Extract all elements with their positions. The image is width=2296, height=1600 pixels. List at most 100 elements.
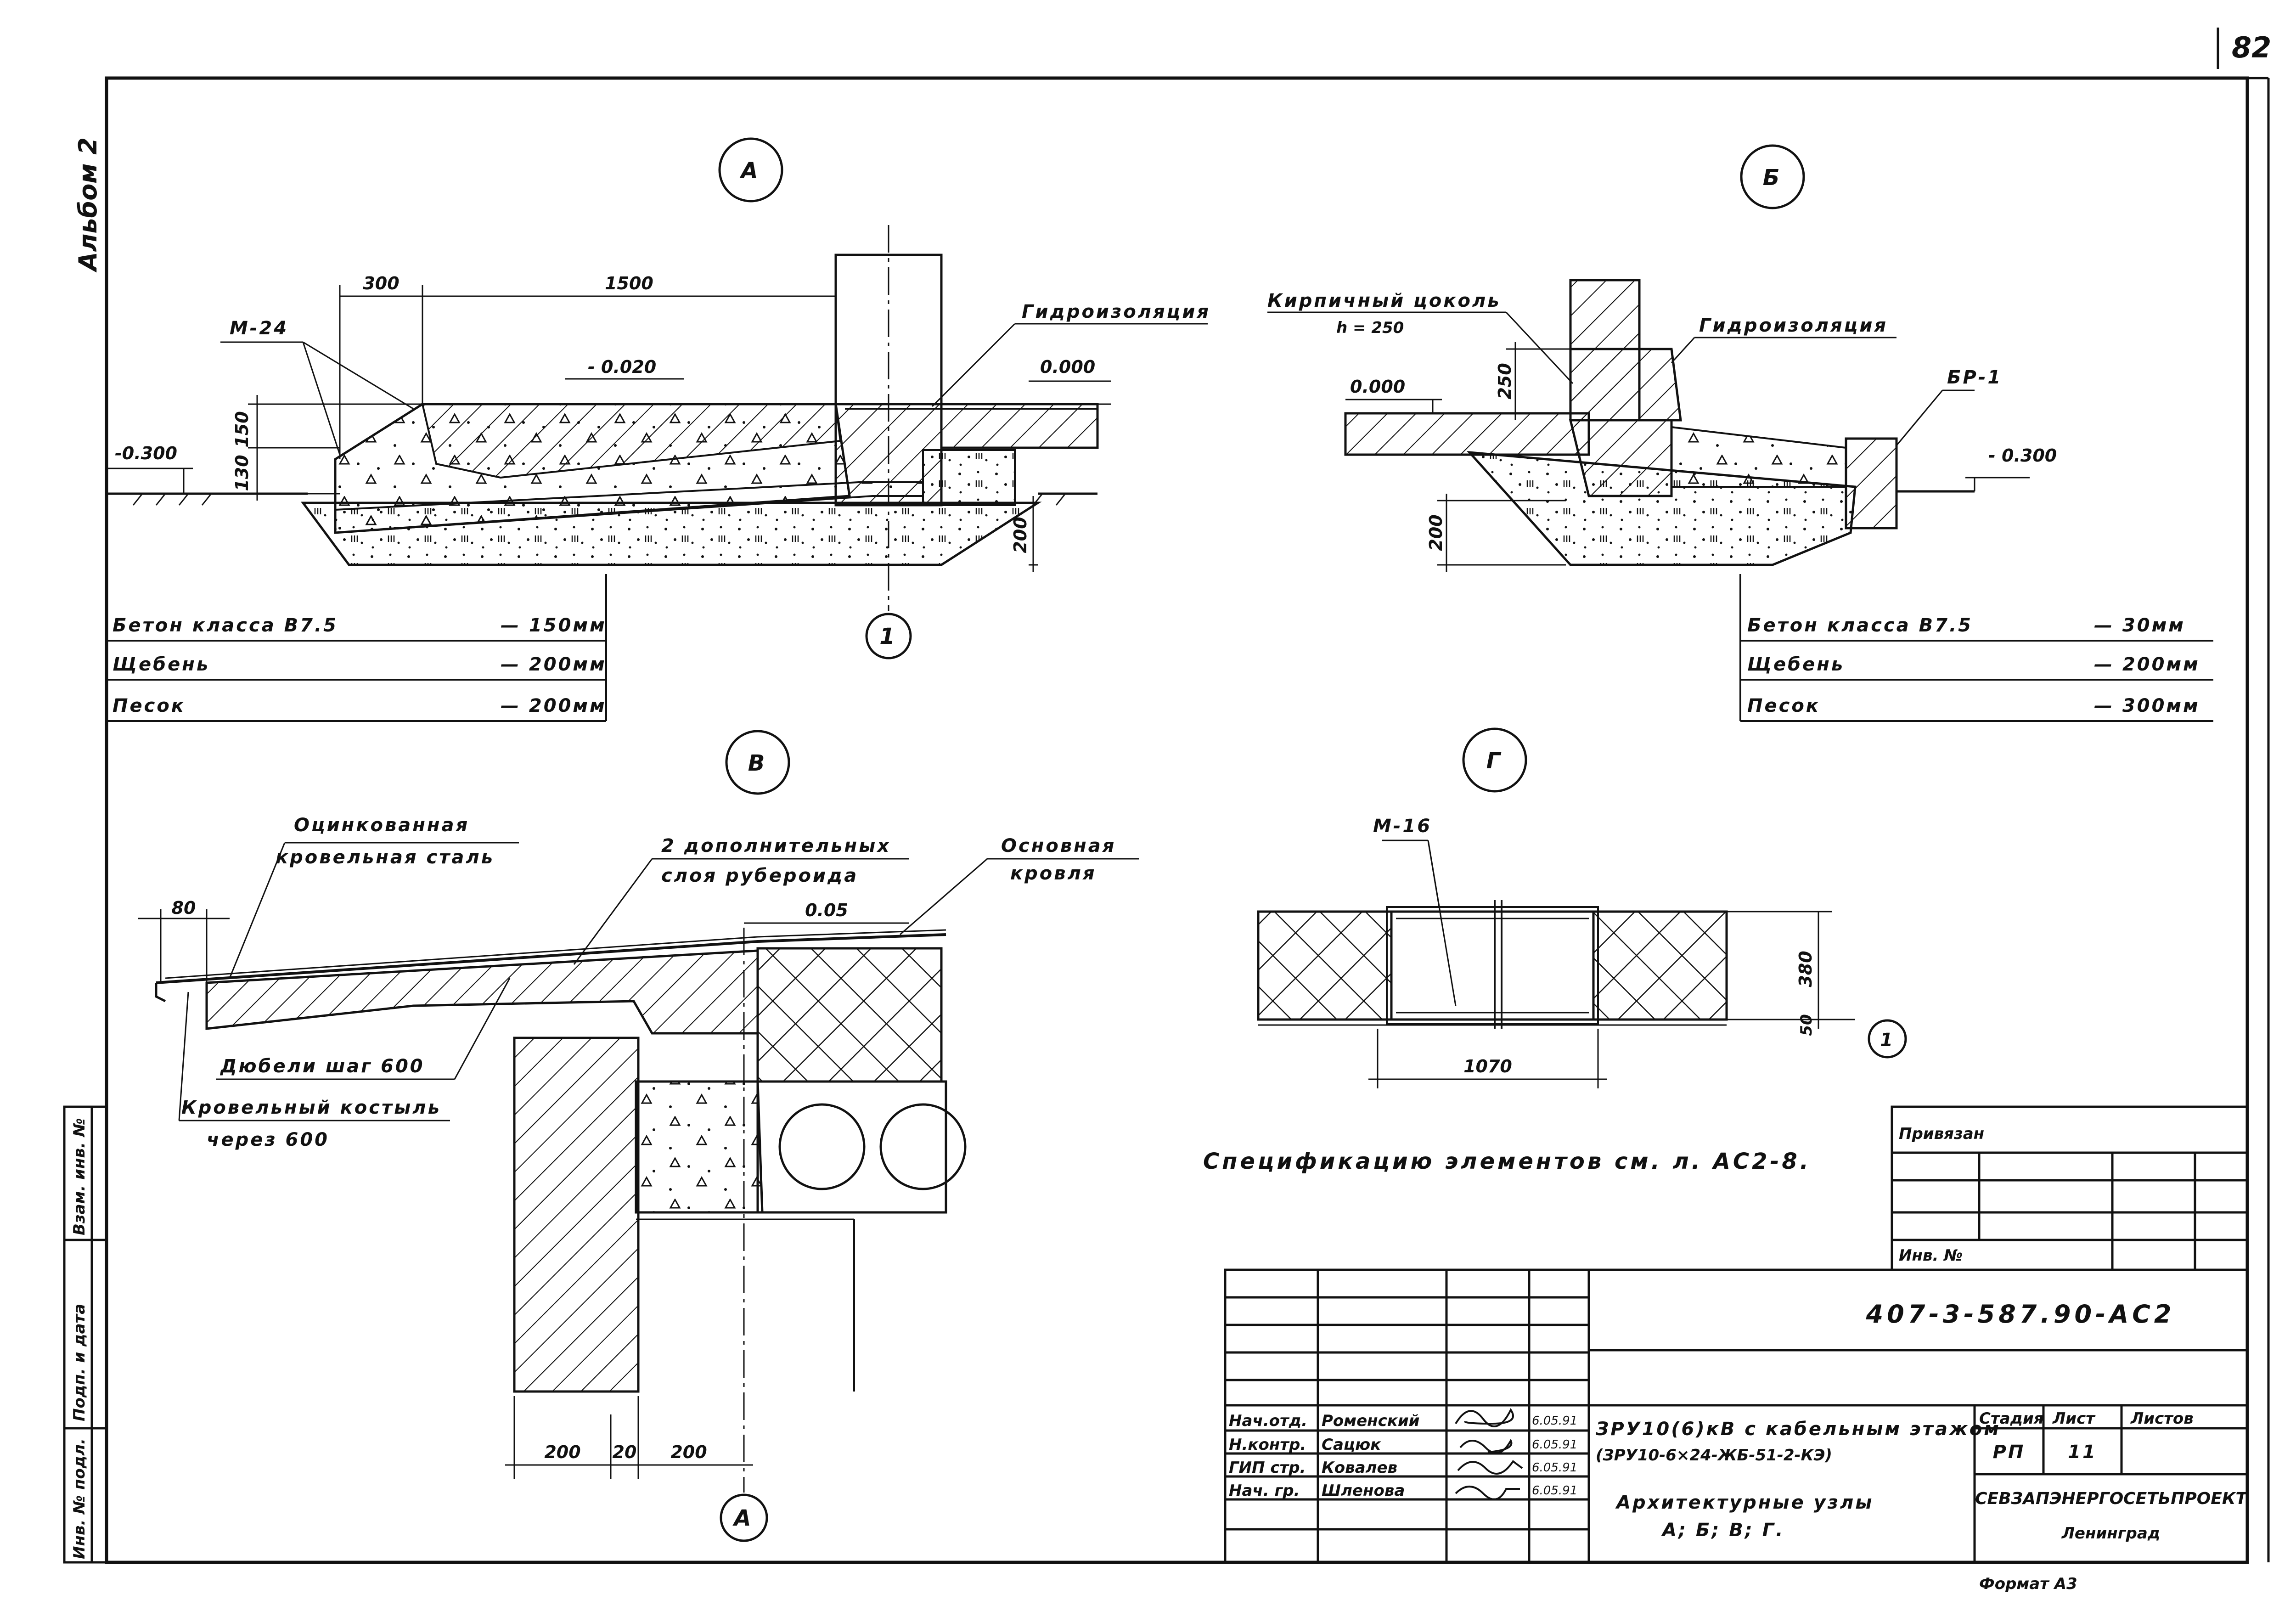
node-v-wall [513, 1037, 640, 1393]
layer-b-1-name: Щебень [1747, 654, 1845, 675]
node-a-marker [718, 137, 783, 203]
sheets-header: Листов [2130, 1409, 2194, 1428]
drawing-line1: Архитектурные узлы [1615, 1492, 1874, 1513]
node-b-marker [1740, 144, 1805, 209]
dim-b-200: 200 [1426, 514, 1446, 551]
signer-2-date: 6.05.91 [1532, 1461, 1577, 1475]
label-m24: М-24 [230, 318, 288, 339]
node-g-block-left [1257, 910, 1393, 1021]
dim-1070: 1070 [1463, 1056, 1512, 1076]
signer-3-name: Шленова [1322, 1482, 1405, 1500]
sheet-header: Лист [2052, 1409, 2096, 1428]
signer-0-role: Нач.отд. [1229, 1412, 1307, 1430]
stage-header: Стадия [1979, 1409, 2044, 1428]
stamp-inv: Инв. № подл. [70, 1438, 89, 1559]
node-a-axis-label: 1 [879, 624, 897, 649]
node-g-axis-marker [1868, 1019, 1907, 1059]
node-a-floor-right [940, 403, 1099, 449]
node-b-floor [1344, 412, 1590, 456]
layer-a-1-name: Щебень [113, 654, 210, 675]
layer-a-0-value: — 150мм [501, 615, 607, 636]
label-hydro-b: Гидроизоляция [1699, 315, 1888, 336]
node-b-plinth-step [1569, 348, 1682, 422]
dim-380: 380 [1795, 951, 1816, 987]
label-br1: БР-1 [1947, 367, 2002, 388]
label-m16: М-16 [1373, 816, 1432, 837]
label-plinth: Кирпичный цоколь [1267, 290, 1501, 311]
signature-marks [1455, 1408, 1523, 1500]
label-roof-1: кровля [1010, 863, 1097, 884]
layer-b-0-name: Бетон класса В7.5 [1747, 615, 1973, 636]
label-crutch-1: через 600 [207, 1129, 329, 1150]
node-v-marker [725, 730, 790, 795]
label-hydro-a: Гидроизоляция [1022, 301, 1210, 322]
node-v-axis-label: А [732, 1505, 754, 1531]
node-v-insulation [756, 947, 943, 1083]
node-g-block-right [1592, 910, 1728, 1021]
label-steel-1: кровельная сталь [276, 847, 495, 868]
node-b-concrete-layer [1671, 426, 1847, 488]
object-line2: (ЗРУ10-6×24-ЖБ-51-2-КЭ) [1596, 1446, 1832, 1465]
level-m300: -0.300 [115, 443, 177, 463]
label-crutch-0: Кровельный костыль [181, 1097, 441, 1118]
title-block [1224, 1268, 2249, 1564]
signer-0-name: Роменский [1322, 1412, 1420, 1430]
privyazan-title: Привязан [1899, 1125, 1984, 1143]
label-layers-0: 2 дополнительных [661, 835, 891, 856]
node-g-axis-label: 1 [1880, 1030, 1895, 1051]
node-b: Б Кирпичный цоколь h = [1267, 144, 2213, 722]
object-line1: ЗРУ10(6)кВ с кабельным этажом [1595, 1419, 2001, 1440]
node-b-footing [1569, 419, 1673, 497]
label-dowels: Дюбели шаг 600 [219, 1056, 425, 1077]
layer-a-2-value: — 200мм [501, 695, 607, 716]
drawing-line2: А; Б; В; Г. [1661, 1520, 1784, 1541]
node-g-marker-label: Г [1486, 748, 1503, 774]
node-v-roof-slab [205, 949, 759, 1035]
node-a: А 1 [106, 137, 1210, 722]
dim-1500: 1500 [605, 273, 653, 293]
node-v-axis-marker [720, 1493, 768, 1542]
label-steel-0: Оцинкованная [294, 815, 469, 836]
dim-300: 300 [363, 273, 399, 293]
level-m020: - 0.020 [588, 357, 656, 377]
dim-v-200b: 200 [670, 1442, 707, 1462]
margin-stamp [63, 1105, 108, 1564]
stamp-vzam: Взам. инв. № [70, 1118, 89, 1235]
dim-200: 200 [1010, 517, 1030, 553]
node-a-axis-marker [865, 613, 912, 659]
album-label: Альбом 2 [73, 137, 102, 273]
signer-3-role: Нач. гр. [1229, 1482, 1300, 1500]
dim-v-20: 20 [613, 1442, 637, 1462]
signer-3-date: 6.05.91 [1532, 1484, 1577, 1498]
dim-50: 50 [1797, 1014, 1816, 1036]
stamp-podp: Подп. и дата [70, 1304, 89, 1421]
stage-value: РП [1993, 1442, 2026, 1463]
frame [105, 28, 2270, 1564]
signers: Нач.отд. Роменский 6.05.91 Н.контр. Сацю… [1229, 1408, 1577, 1500]
level-b-000: 0.000 [1350, 377, 1405, 397]
signer-1-role: Н.контр. [1229, 1436, 1306, 1454]
layer-a-2-name: Песок [113, 695, 186, 716]
node-g: Г М-16 380 50 1070 1 [1257, 727, 1907, 1088]
org-city: Ленинград [2061, 1524, 2161, 1543]
node-g-joint [1390, 910, 1595, 1021]
node-b-curb [1845, 437, 1898, 530]
layer-a-1-value: — 200мм [501, 654, 607, 675]
dim-150: 150 [232, 411, 252, 447]
node-v-hollow-slab [756, 1080, 947, 1214]
node-v-marker-label: В [748, 750, 768, 776]
node-v-roofing-layers [156, 933, 946, 984]
dim-v-200a: 200 [544, 1442, 580, 1462]
label-plinth-h: h = 250 [1336, 319, 1404, 337]
dim-b-250: 250 [1495, 363, 1515, 399]
layer-b-1-value: — 200мм [2094, 654, 2200, 675]
doc-code: 407-3-587.90-АС2 [1866, 1300, 2175, 1329]
signer-0-date: 6.05.91 [1532, 1414, 1577, 1428]
node-a-foundation-right [922, 449, 1016, 506]
layer-b-2-name: Песок [1747, 695, 1820, 716]
node-b-marker-label: Б [1763, 165, 1783, 191]
org-name: СЕВЗАПЭНЕРГОСЕТЬПРОЕКТ [1975, 1489, 2248, 1508]
node-a-marker-label: А [739, 158, 760, 184]
level-000: 0.000 [1040, 357, 1095, 377]
